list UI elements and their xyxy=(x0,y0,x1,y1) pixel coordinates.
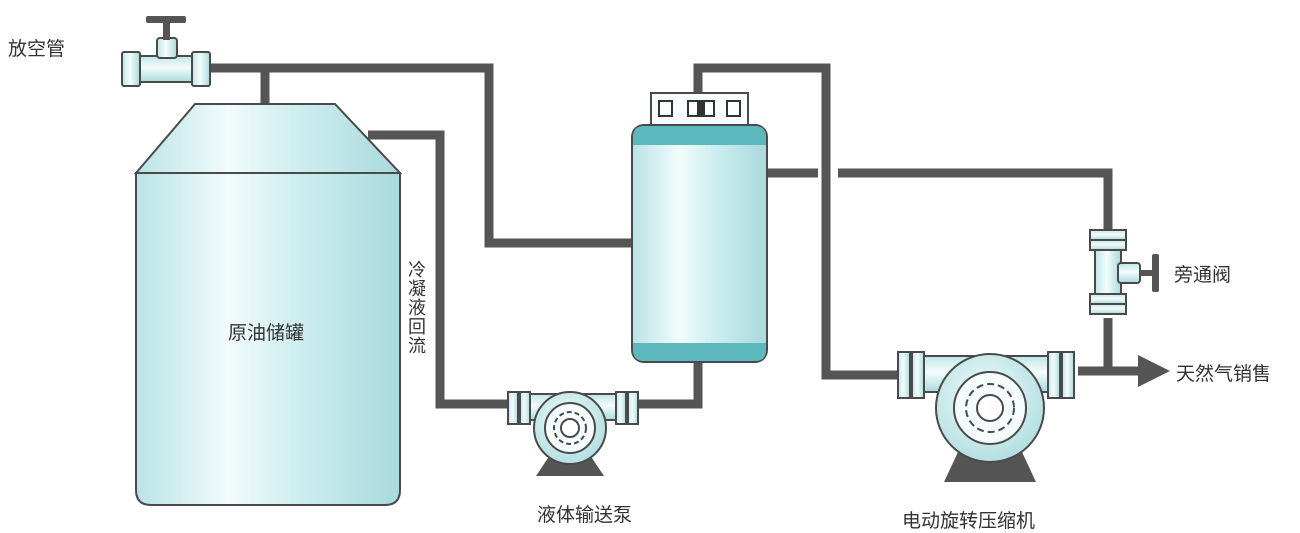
compressor-label: 电动旋转压缩机 xyxy=(902,510,1036,532)
liquid-pump-label: 液体输送泵 xyxy=(537,504,633,526)
pipe-pump-outlet xyxy=(634,362,703,409)
gas-sales-arrow xyxy=(1138,355,1170,387)
bypass-valve-label: 旁通阀 xyxy=(1174,264,1232,286)
vent-valve[interactable] xyxy=(121,16,211,87)
crude-oil-tank[interactable] xyxy=(133,103,403,506)
bypass-valve[interactable] xyxy=(1089,229,1159,315)
rotary-compressor[interactable] xyxy=(897,351,1075,482)
gas-sales-label: 天然气销售 xyxy=(1176,363,1272,385)
pipe-condensate-return xyxy=(368,130,510,409)
crude-tank-label: 原油储罐 xyxy=(228,322,305,344)
pipe-network xyxy=(205,63,1140,409)
pipe-vent-line xyxy=(205,63,636,248)
pipe-bypass-upper xyxy=(838,168,1113,230)
liquid-pump[interactable] xyxy=(507,391,639,476)
vent-pipe-label: 放空管 xyxy=(8,38,66,60)
pipe-separator-top-loop xyxy=(693,63,900,380)
condensate-return-label: 冷凝液回流 xyxy=(405,260,426,355)
separator-vessel[interactable] xyxy=(631,92,768,363)
